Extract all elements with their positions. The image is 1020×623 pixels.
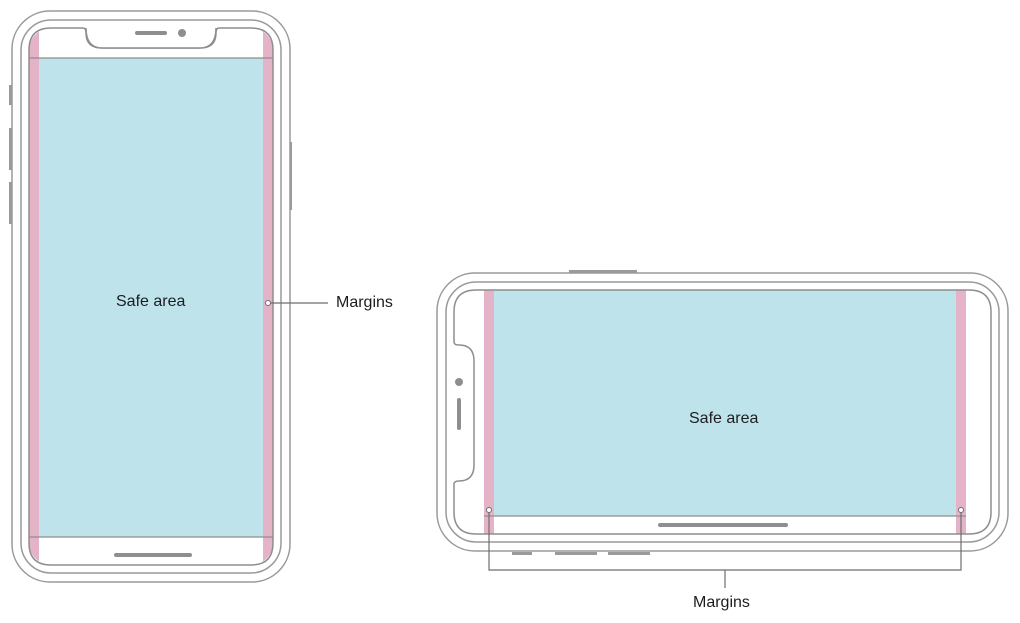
- landscape-left-margin-callout-dot: [486, 507, 492, 513]
- landscape-right-margin-callout-dot: [958, 507, 964, 513]
- landscape-volume-up-button: [555, 552, 597, 555]
- portrait-safe-area-label: Safe area: [116, 293, 186, 310]
- portrait-notch: [86, 27, 216, 48]
- landscape-speaker-grille: [457, 398, 461, 430]
- portrait-left-margin: [29, 28, 39, 565]
- landscape-front-camera: [455, 378, 463, 386]
- landscape-margins-label: Margins: [693, 594, 750, 611]
- portrait-mute-switch: [9, 85, 12, 105]
- portrait-screen-bezel: [20, 19, 282, 574]
- landscape-home-indicator: [658, 523, 788, 527]
- landscape-screen-bezel: [445, 281, 1000, 543]
- portrait-screen-outline: [28, 27, 274, 566]
- portrait-front-camera: [178, 29, 186, 37]
- portrait-speaker-grille: [135, 31, 167, 35]
- landscape-screen-outline: [453, 289, 992, 535]
- portrait-margin-callout-dot: [265, 300, 271, 306]
- portrait-margins-label: Margins: [336, 294, 393, 311]
- landscape-left-margin: [484, 290, 494, 534]
- portrait-home-indicator: [114, 553, 192, 557]
- portrait-right-margin: [263, 28, 273, 565]
- portrait-device: [9, 10, 328, 583]
- portrait-volume-down-button: [9, 182, 12, 224]
- portrait-volume-up-button: [9, 128, 12, 170]
- landscape-safe-area: [494, 290, 956, 516]
- portrait-safe-area: [39, 58, 263, 537]
- landscape-safe-area-label: Safe area: [689, 410, 759, 427]
- landscape-right-margin: [956, 290, 966, 534]
- landscape-margins-bracket: [488, 512, 962, 588]
- landscape-volume-down-button: [608, 552, 650, 555]
- landscape-device: [436, 270, 1009, 588]
- landscape-mute-switch: [512, 552, 532, 555]
- landscape-power-button: [569, 270, 637, 273]
